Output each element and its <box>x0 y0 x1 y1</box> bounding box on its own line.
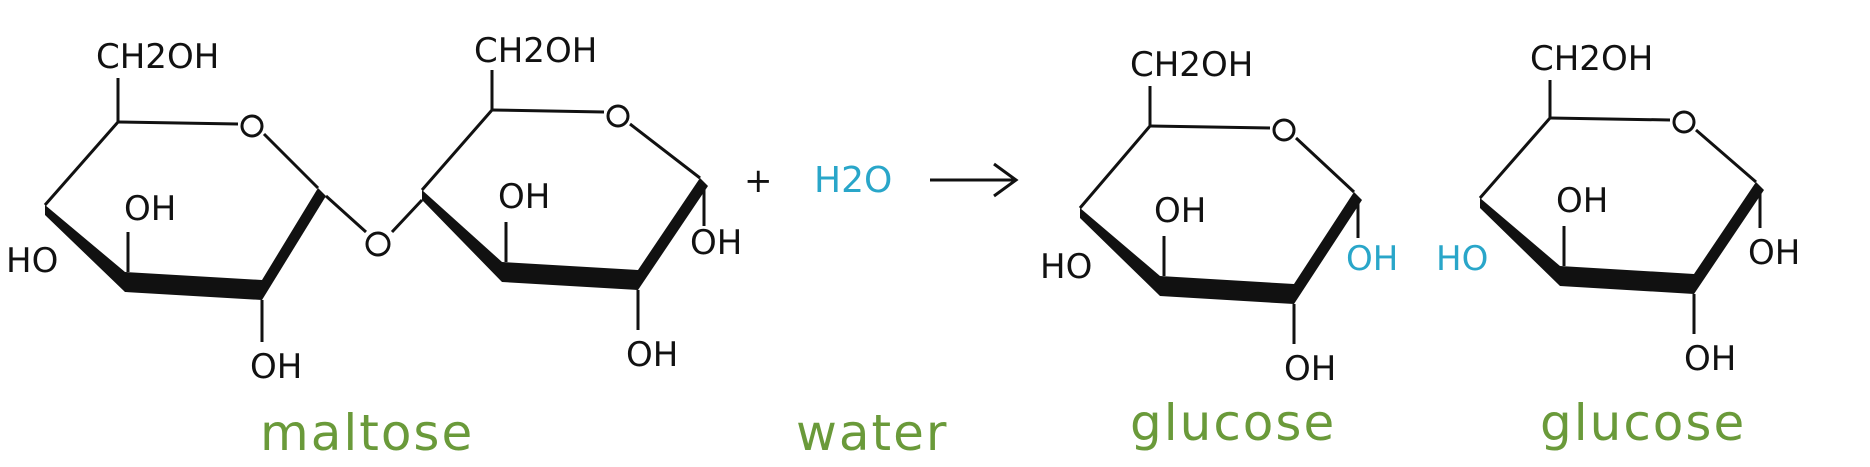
water-formula: H2O <box>814 160 892 201</box>
maltose-right-ring-o <box>606 104 630 128</box>
plus-sign: + <box>744 161 773 201</box>
bridge-o-circle <box>365 231 391 257</box>
label-water: water <box>796 404 948 462</box>
maltose-right-ch2oh: CH2OH <box>474 31 597 71</box>
glucose-1-oh-right: OH <box>1346 239 1398 279</box>
label-maltose: maltose <box>260 404 474 462</box>
maltose-left-ch2oh: CH2OH <box>96 37 219 77</box>
maltose-left-ring: CH2OH OH HO OH <box>6 37 326 387</box>
glucose-1-oh-bottom: OH <box>1284 349 1336 389</box>
maltose-right-ring: CH2OH OH OH OH <box>420 31 742 375</box>
glycosidic-bridge <box>324 194 424 257</box>
maltose-left-ho: HO <box>6 241 58 281</box>
maltose-right-oh-bottom: OH <box>626 335 678 375</box>
glucose-2-ho: HO <box>1436 239 1488 279</box>
maltose-right-oh-top: OH <box>498 177 550 217</box>
maltose-left-ring-o <box>240 114 264 138</box>
glucose-2-ring: CH2OH OH HO OH OH <box>1436 39 1800 379</box>
maltose-left-oh-top: OH <box>124 189 176 229</box>
glucose-2-oh-bottom: OH <box>1684 339 1736 379</box>
reaction-arrow <box>930 162 1019 198</box>
glucose-1-ring: CH2OH OH HO OH OH <box>1040 45 1398 389</box>
glucose-2-oh-right: OH <box>1748 233 1800 273</box>
label-glucose-1: glucose <box>1130 394 1336 452</box>
glucose-2-oh-top: OH <box>1556 181 1608 221</box>
label-glucose-2: glucose <box>1540 394 1746 452</box>
glucose-1-ring-o <box>1272 118 1296 142</box>
maltose-left-oh-bottom: OH <box>250 347 302 387</box>
glucose-1-oh-top: OH <box>1154 191 1206 231</box>
glucose-2-ring-o <box>1672 110 1696 134</box>
glucose-1-ho: HO <box>1040 247 1092 287</box>
maltose-right-oh-right: OH <box>690 223 742 263</box>
glucose-1-ch2oh: CH2OH <box>1130 45 1253 85</box>
glucose-2-ch2oh: CH2OH <box>1530 39 1653 79</box>
